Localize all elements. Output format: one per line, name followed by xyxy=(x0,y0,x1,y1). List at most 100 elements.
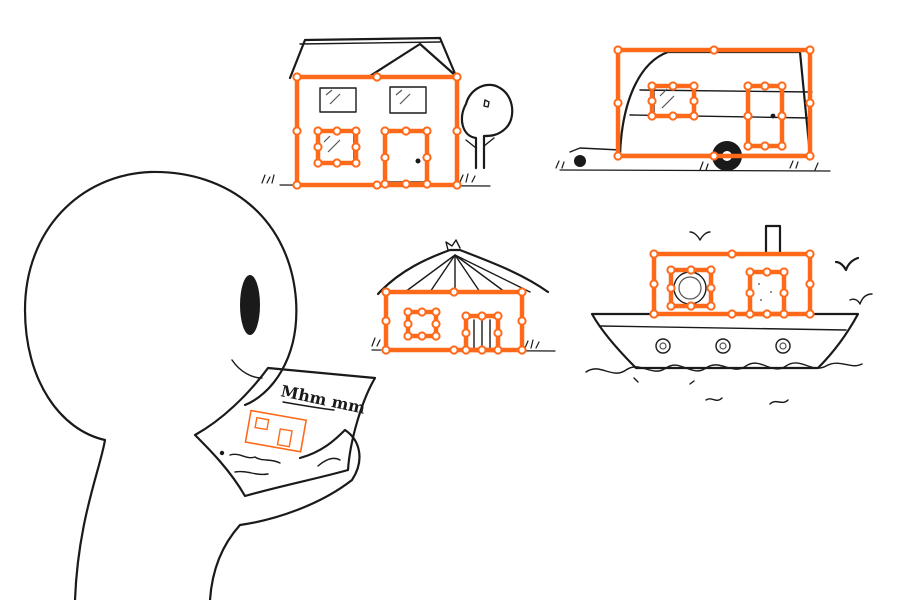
box-handle xyxy=(805,45,815,55)
box-handle xyxy=(422,152,432,163)
paper-bullet xyxy=(219,450,225,456)
box-handle xyxy=(372,72,382,82)
character-smile xyxy=(231,359,263,379)
bird-icon xyxy=(689,231,711,241)
box-handle xyxy=(706,265,716,275)
box-handle xyxy=(517,345,527,355)
box-handle xyxy=(351,158,361,168)
box-handle xyxy=(779,309,789,319)
box-handle xyxy=(613,45,623,55)
box-handle xyxy=(417,331,427,341)
box-handle xyxy=(743,141,753,151)
box-handle xyxy=(743,81,753,91)
paper-heading: Mhm mm xyxy=(279,381,367,417)
eye-icon xyxy=(240,275,260,335)
box-handle xyxy=(777,81,787,91)
box-handle xyxy=(666,283,676,293)
box-handle xyxy=(686,265,696,275)
box-handle xyxy=(380,152,390,163)
box-handle xyxy=(380,179,390,189)
box-handle xyxy=(647,111,657,121)
box-handle xyxy=(477,311,487,321)
box-handle xyxy=(351,142,361,152)
box-handle xyxy=(351,126,361,136)
box-handle xyxy=(403,319,413,329)
box-handle xyxy=(743,111,753,121)
box-handle xyxy=(689,96,699,106)
box-handle xyxy=(647,96,657,106)
box-handle xyxy=(745,267,755,277)
ship-porthole-box xyxy=(668,267,714,309)
box-handle xyxy=(292,180,302,190)
box-handle xyxy=(461,345,471,355)
box-handle xyxy=(689,81,699,91)
waves-icon xyxy=(585,362,863,405)
box-handle xyxy=(452,72,462,82)
box-handle xyxy=(381,345,391,355)
box-handle xyxy=(403,331,413,341)
box-handle xyxy=(745,288,755,298)
box-handle xyxy=(372,180,382,190)
box-handle xyxy=(332,158,342,168)
box-handle xyxy=(727,249,737,259)
ship-hull xyxy=(590,312,860,370)
box-handle xyxy=(779,267,789,277)
box-handle xyxy=(332,126,342,136)
box-handle xyxy=(709,151,719,161)
box-handle xyxy=(668,81,678,91)
box-handle xyxy=(517,287,527,297)
ship-chimney xyxy=(764,224,782,254)
box-handle xyxy=(666,265,676,275)
box-handle xyxy=(760,141,770,151)
box-handle xyxy=(401,126,411,136)
box-handle xyxy=(689,111,699,121)
box-handle xyxy=(431,319,441,329)
box-handle xyxy=(613,98,623,108)
ship-door-box xyxy=(747,269,787,317)
box-handle xyxy=(706,301,716,311)
box-handle xyxy=(805,309,815,319)
box-handle xyxy=(805,98,815,108)
character-arm xyxy=(208,428,361,600)
character-thumb xyxy=(317,457,341,467)
bird-icon xyxy=(849,293,873,305)
box-handle xyxy=(649,309,659,319)
box-handle xyxy=(449,287,459,297)
box-handle xyxy=(313,126,323,136)
paper-outline xyxy=(193,366,377,498)
paper-underline xyxy=(282,401,335,411)
box-handle xyxy=(493,345,503,355)
box-handle xyxy=(760,81,770,91)
box-handle xyxy=(452,126,462,136)
box-handle xyxy=(649,249,659,259)
box-handle xyxy=(477,345,487,355)
box-handle xyxy=(777,111,787,121)
box-handle xyxy=(777,141,787,151)
box-handle xyxy=(401,179,411,189)
box-handle xyxy=(493,311,503,321)
box-handle xyxy=(431,331,441,341)
paper-scribble-2 xyxy=(234,470,269,476)
box-handle xyxy=(403,307,413,317)
paper-scribble-1 xyxy=(229,453,281,464)
box-handle xyxy=(668,111,678,121)
box-handle xyxy=(517,316,527,326)
box-handle xyxy=(727,309,737,319)
bird-icon xyxy=(834,256,860,272)
box-handle xyxy=(313,158,323,168)
box-handle xyxy=(613,151,623,161)
box-handle xyxy=(779,288,789,298)
box-handle xyxy=(449,345,459,355)
box-handle xyxy=(417,307,427,317)
box-handle xyxy=(745,309,755,319)
box-handle xyxy=(762,267,772,277)
house-window-box xyxy=(315,128,359,166)
box-handle xyxy=(452,180,462,190)
box-handle xyxy=(381,287,391,297)
box-handle xyxy=(461,328,471,338)
character-head xyxy=(23,170,298,600)
house-roof xyxy=(288,36,458,80)
box-handle xyxy=(381,316,391,326)
tree-icon xyxy=(460,83,514,170)
